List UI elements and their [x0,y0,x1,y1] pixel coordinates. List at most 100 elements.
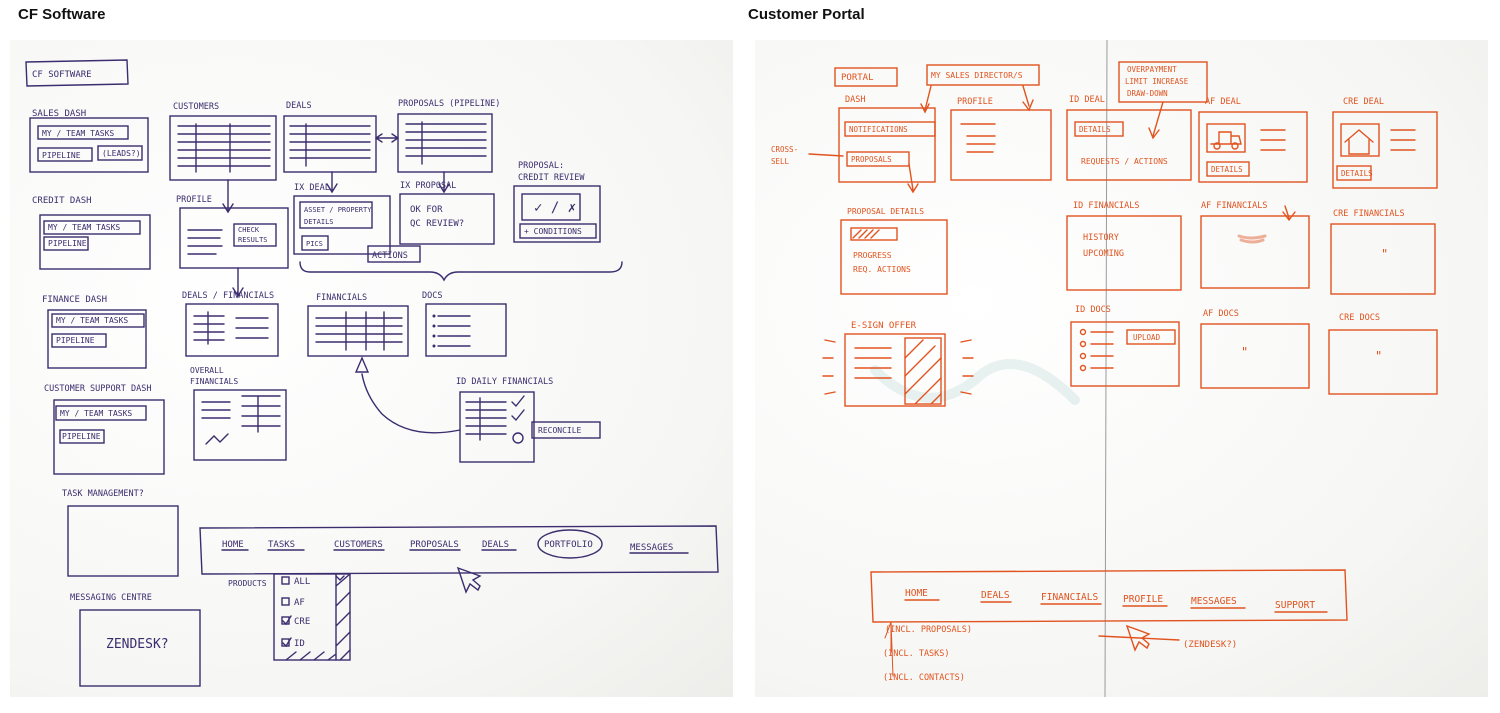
docs-lines [437,315,471,347]
overall-label-1: OVERALL [190,366,224,375]
nav-profile: PROFILE [1123,594,1163,605]
product-option-id: ID [294,639,305,649]
nav-bar [870,569,1348,623]
esign-signature-panel [904,337,942,405]
dropdown-scrollbar-hatch [285,573,351,661]
incl-proposals: (INCL. PROPOSALS) [885,625,972,635]
af-docs-label: AF DOCS [1203,309,1239,319]
req-actions-label: REQ. ACTIONS [853,265,911,274]
af-lines [1260,129,1286,151]
id-daily-checks [511,395,525,422]
esign-hatch [904,339,942,405]
products-label: PRODUCTS [228,579,267,588]
deals-financials-label: DEALS / FINANCIALS [182,291,274,301]
af-details-label: DETAILS [1211,165,1243,174]
customer-portal-sketch: PORTAL MY SALES DIRECTOR/S OVERPAYMENT L… [771,40,1438,697]
id-daily-box [459,391,535,463]
sales-leads: (LEADS?) [102,149,141,158]
af-image [1206,123,1246,153]
task-mgmt-label: TASK MANAGEMENT? [62,489,144,499]
whiteboard-customer-portal: PORTAL MY SALES DIRECTOR/S OVERPAYMENT L… [755,40,1488,697]
ix-proposal-label: IX PROPOSAL [400,181,456,191]
requests-label: REQUESTS / ACTIONS [1081,157,1168,166]
support-dash-frame [53,399,165,475]
sales-pipeline: PIPELINE [42,151,81,160]
profile-lines [187,229,223,255]
zendesk-label: ZENDESK? [106,637,169,652]
progress-label: PROGRESS [853,251,892,260]
deals-table [283,115,377,173]
profile-lines [960,123,996,153]
nav-deals: DEALS [482,540,509,550]
nav-proposals: PROPOSALS [410,540,459,550]
cursor-icon [456,566,482,594]
finance-dash-label: FINANCE DASH [42,295,107,305]
cre-details-box [1336,165,1372,181]
credit-conditions-box [519,223,597,239]
id-daily-grid [465,397,507,441]
id-docs-lines [1090,331,1114,369]
house-icon [1344,129,1374,155]
credit-tasks-box [43,220,141,235]
nav-deals: DEALS [981,590,1010,601]
cre-deal-box [1332,111,1438,189]
dash-proposals-box [846,151,910,167]
id-financials-box [1066,215,1182,291]
actions-brace [299,261,623,282]
af-details-box [1206,161,1250,177]
arrow-profile-dealsfin [232,267,244,298]
arrow-proposals-ixproposal [438,171,450,194]
actions-label: ACTIONS [372,251,408,261]
credit-review-line2: CREDIT REVIEW [518,173,585,183]
ix-proposal-line2: QC REVIEW? [410,219,464,229]
truck-wheel-back [1231,142,1239,150]
reconcile-box [531,421,601,439]
truck-wheel-front [1213,142,1221,150]
arrow-idfin-financials [361,373,461,434]
cre-lines [1390,129,1416,151]
credit-pipeline: PIPELINE [48,239,87,248]
arrow-af-financials [1282,205,1296,222]
caption-customer-portal: Customer Portal [748,6,865,23]
finance-pipeline-box [51,333,107,348]
arrow-director-profile [1022,85,1034,112]
ix-proposal-box [399,193,495,245]
product-option-af: AF [294,598,305,608]
upload-button [1126,329,1176,345]
id-financials-label: ID FINANCIALS [1073,201,1140,211]
cross-sell-line [808,153,844,157]
details-label: DETAILS [304,218,334,226]
sales-leads-box [97,145,143,161]
deals-table-grid [289,123,371,167]
notifications-box [844,121,936,137]
incl-tasks: (INCL. TASKS) [883,649,950,659]
cre-deal-label: CRE DEAL [1343,97,1384,107]
cre-docs-ditto: " [1375,349,1382,363]
zendesk-label: (ZENDESK?) [1183,640,1237,650]
progress-fill [852,229,880,239]
id-details-label: DETAILS [1079,125,1111,134]
finance-tasks: MY / TEAM TASKS [56,316,128,325]
profile-box [950,109,1052,181]
title-box [25,59,129,87]
messaging-box [79,609,201,687]
deals-label: DEALS [286,101,312,111]
arrow-deals-proposals [374,133,400,143]
cre-financials-label: CRE FINANCIALS [1333,209,1405,219]
nav-customers: CUSTOMERS [334,540,383,550]
credit-check-box [521,193,581,221]
sales-director-label: MY SALES DIRECTOR/S [931,71,1023,80]
id-daily-warning [512,432,524,444]
credit-tasks: MY / TEAM TASKS [48,223,120,232]
docs-label: DOCS [422,291,442,301]
actions-box [367,245,421,263]
cre-details-label: DETAILS [1341,169,1373,178]
sales-director-box [926,64,1040,86]
sales-dash-label: SALES DASH [32,109,86,119]
cre-docs-box [1328,329,1438,395]
af-docs-ditto: " [1241,345,1248,359]
portal-box [834,67,898,87]
caption-cf-software: CF Software [18,6,106,23]
portfolio-oval [537,529,603,559]
checkbox-all [281,576,290,585]
